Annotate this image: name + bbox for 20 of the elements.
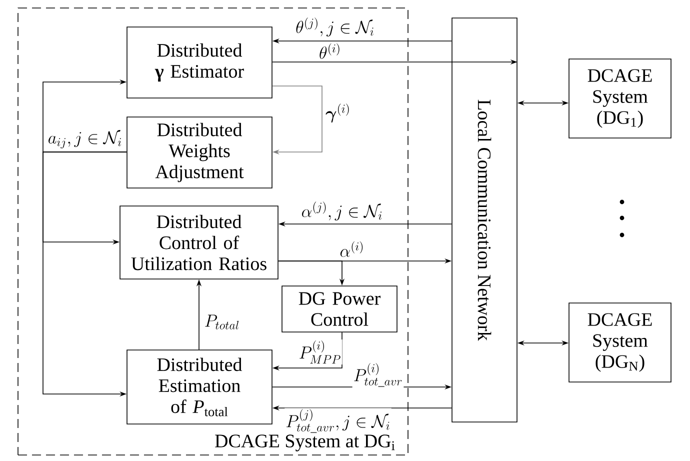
process-box: Distributed γ Estimator bbox=[126, 26, 272, 98]
edge-label: $P^{(j)}_{tot\_avr}, j \in \mathcal{N}_i$ bbox=[284, 408, 392, 434]
system-box: DCAGE System (DG$_{1}$) bbox=[568, 58, 672, 138]
edge-label: $\alpha^{(i)}$ bbox=[338, 240, 366, 258]
edge-label: $P^{(i)}_{MPP}$ bbox=[298, 340, 342, 364]
process-box: Distributed Control of Utilization Ratios bbox=[120, 206, 278, 280]
edge-label: $\theta^{(i)}$ bbox=[318, 42, 342, 60]
system-box: DCAGE System (DG$_{N}$) bbox=[568, 302, 672, 382]
edge-label: $\theta^{(j)}, j \in \mathcal{N}_i$ bbox=[294, 16, 376, 38]
edge-label: $\boldsymbol{\gamma}^{(i)}$ bbox=[324, 102, 352, 124]
edge-label: $a_{ij}, j \in \mathcal{N}_i$ bbox=[46, 130, 124, 150]
process-box: Distributed Estimation of P$_{total}$ bbox=[126, 350, 272, 424]
arrow bbox=[42, 79, 127, 152]
network-bar: Local Communication Network bbox=[452, 18, 518, 422]
edge-label: $\alpha^{(j)}, j \in \mathcal{N}_i$ bbox=[300, 200, 384, 222]
edge-label: $P^{(i)}_{tot\_avr}$ bbox=[352, 362, 404, 388]
arrow bbox=[272, 86, 322, 155]
process-box: DG Power Control bbox=[282, 286, 398, 332]
process-box: Distributed Weights Adjustment bbox=[126, 116, 272, 188]
edge-label: $P_{total}$ bbox=[203, 314, 241, 330]
